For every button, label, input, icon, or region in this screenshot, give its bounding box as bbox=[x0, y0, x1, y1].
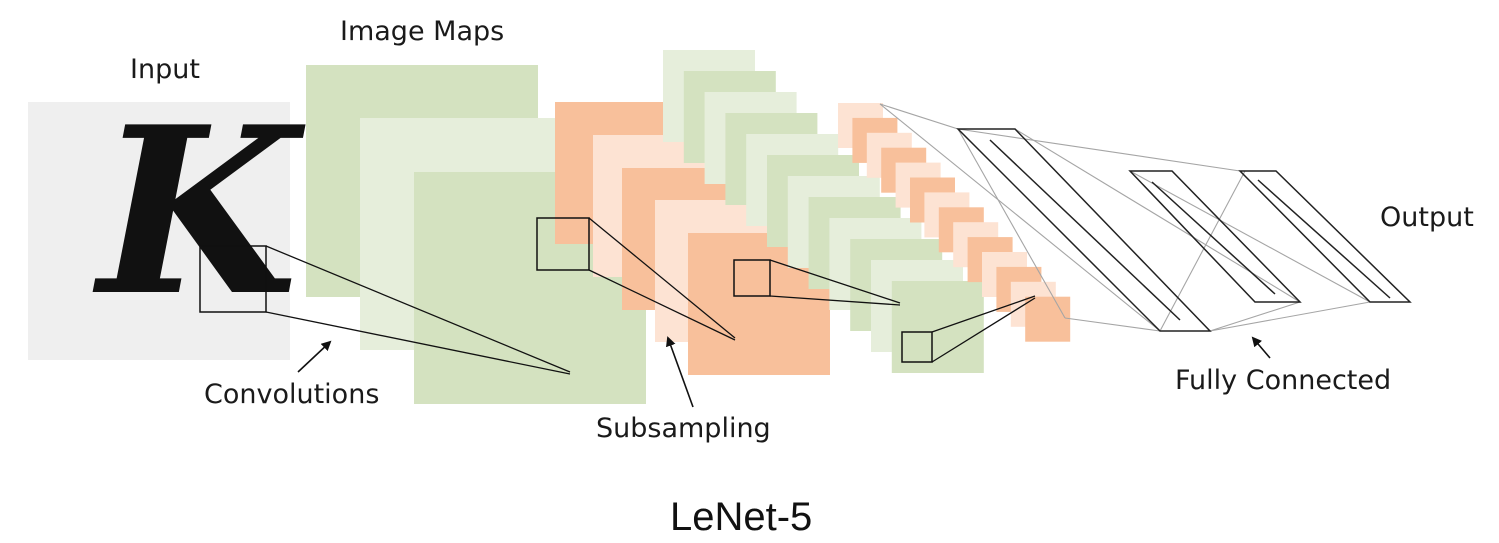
projection-line bbox=[265, 311, 571, 375]
projection-line bbox=[769, 295, 901, 306]
image-maps-label: Image Maps bbox=[340, 16, 504, 47]
fc-layer-2 bbox=[1128, 170, 1302, 303]
projection-line bbox=[931, 297, 1036, 363]
projection-line bbox=[588, 217, 736, 339]
fc-connection bbox=[957, 128, 1241, 172]
conv1-receptive-field bbox=[536, 217, 590, 271]
projection-line bbox=[265, 245, 571, 373]
fc-line bbox=[1151, 181, 1276, 295]
fc-connection bbox=[957, 128, 1066, 319]
arrows bbox=[297, 336, 1271, 408]
fc-connection bbox=[1129, 170, 1371, 303]
convolutions-label: Convolutions bbox=[204, 379, 379, 410]
diagram-title: LeNet-5 bbox=[670, 495, 812, 539]
fc-layer-1 bbox=[956, 128, 1212, 332]
projection-lines bbox=[265, 217, 1036, 375]
fully-connected-label: Fully Connected bbox=[1175, 365, 1391, 396]
fc-connection bbox=[879, 103, 959, 130]
projection-line bbox=[588, 269, 736, 341]
pool2-feature-maps bbox=[838, 103, 1071, 342]
fc-connection bbox=[879, 103, 1161, 332]
input-label: Input bbox=[130, 54, 200, 85]
convolutions-arrow bbox=[297, 340, 332, 373]
fc-connection bbox=[1159, 170, 1246, 332]
pool2-map bbox=[1025, 296, 1071, 342]
fully-connected-arrow bbox=[1251, 336, 1271, 359]
output-layer bbox=[1238, 170, 1412, 303]
conv2-receptive-field bbox=[901, 331, 933, 363]
fc-line bbox=[989, 139, 1181, 321]
subsampling-arrow bbox=[666, 336, 694, 408]
fc-connection bbox=[1209, 301, 1301, 332]
output-label: Output bbox=[1380, 202, 1474, 233]
fc-connection bbox=[1064, 317, 1161, 332]
conv2-feature-maps bbox=[663, 50, 984, 373]
fc-line bbox=[1257, 179, 1391, 299]
subsampling-label: Subsampling bbox=[596, 413, 771, 444]
fully-connected-layers bbox=[879, 103, 1412, 332]
projection-line bbox=[769, 259, 901, 304]
input-receptive-field bbox=[199, 245, 267, 313]
fc-connection bbox=[1209, 301, 1371, 332]
input-glyph: K bbox=[92, 77, 306, 347]
input-image bbox=[28, 102, 290, 360]
projection-line bbox=[931, 295, 1036, 333]
conv2-map bbox=[891, 281, 984, 373]
pool1-receptive-field bbox=[733, 259, 771, 297]
